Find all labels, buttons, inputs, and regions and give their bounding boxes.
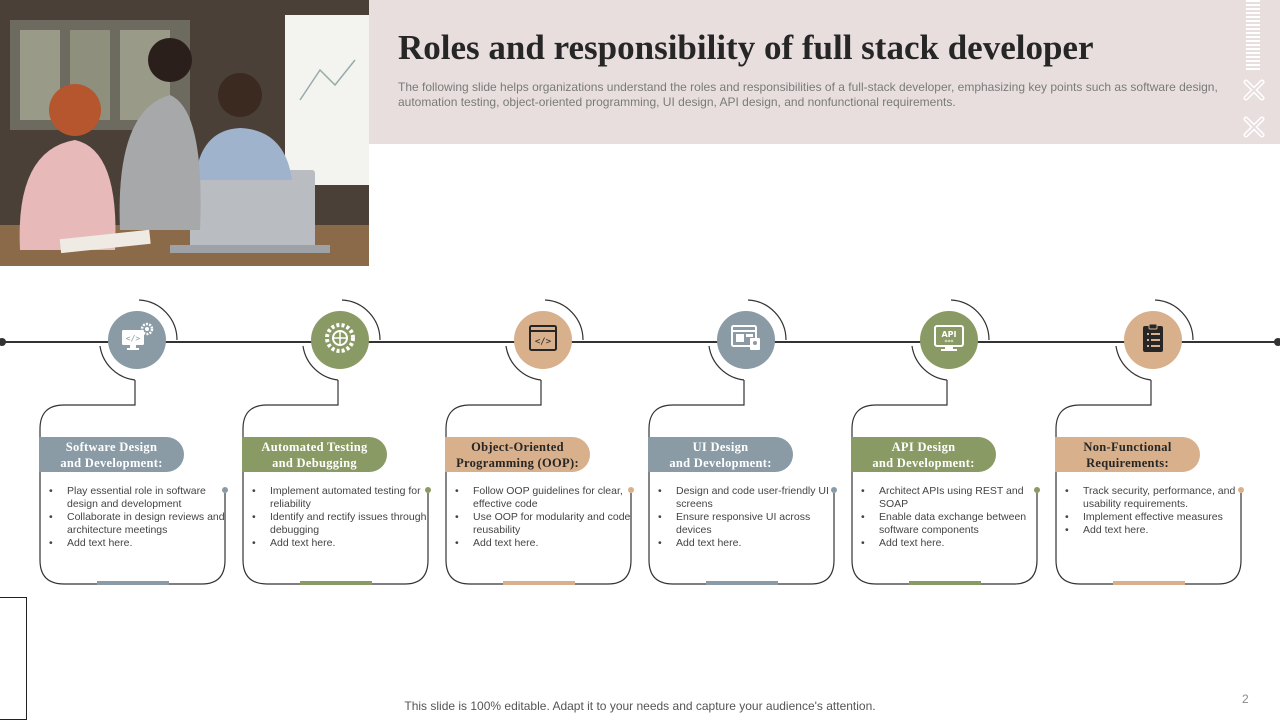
accent-bar — [706, 581, 778, 585]
role-title-line: API Design — [891, 439, 956, 454]
page-number: 2 — [1242, 692, 1249, 706]
accent-bar — [909, 581, 981, 585]
bullet-item: Architect APIs using REST and SOAP — [861, 485, 1039, 511]
footer-note: This slide is 100% editable. Adapt it to… — [404, 699, 876, 713]
role-title-line: and Development: — [669, 455, 772, 470]
card-outline — [445, 299, 632, 585]
bullet-item: Track security, performance, and usabili… — [1065, 485, 1243, 511]
card-outline — [851, 299, 1038, 585]
svg-text:</>: </> — [126, 334, 141, 343]
code-window-icon: </> — [526, 321, 560, 360]
bullet-list: Follow OOP guidelines for clear, effecti… — [455, 485, 633, 550]
bullet-item: Add text here. — [658, 537, 836, 550]
page-title: Roles and responsibility of full stack d… — [398, 28, 1094, 67]
role-title-line: and Development: — [60, 455, 163, 470]
role-title-line: UI Design — [692, 439, 749, 454]
bullet-item: Implement automated testing for reliabil… — [252, 485, 430, 511]
header-band — [369, 0, 1280, 144]
role-title-line: and Development: — [872, 455, 975, 470]
icon-circle — [311, 311, 369, 369]
bullet-list: Implement automated testing for reliabil… — [252, 485, 430, 550]
accent-bar — [503, 581, 575, 585]
icon-circle — [717, 311, 775, 369]
bullet-item: Add text here. — [49, 537, 227, 550]
bullet-list: Track security, performance, and usabili… — [1065, 485, 1243, 537]
card-outline — [648, 299, 835, 585]
timeline-end-dot — [1274, 338, 1280, 346]
bullet-item: Follow OOP guidelines for clear, effecti… — [455, 485, 633, 511]
bullet-item: Enable data exchange between software co… — [861, 511, 1039, 537]
bullet-list: Play essential role in software design a… — [49, 485, 227, 550]
api-monitor-icon: API*** — [931, 320, 967, 361]
decorative-stripes — [1246, 0, 1260, 70]
svg-text:API: API — [941, 330, 956, 339]
bullet-item: Collaborate in design reviews and archit… — [49, 511, 227, 537]
accent-bar — [300, 581, 372, 585]
role-title-line: Requirements: — [1086, 455, 1169, 470]
bullet-list: Architect APIs using REST and SOAPEnable… — [861, 485, 1039, 550]
svg-text:***: *** — [945, 339, 954, 346]
ui-layout-icon — [728, 320, 764, 361]
icon-circle: </> — [514, 311, 572, 369]
accent-bar — [97, 581, 169, 585]
accent-bar — [1113, 581, 1185, 585]
bullet-item: Design and code user-friendly UI screens — [658, 485, 836, 511]
monitor-code-gear-icon: </> — [119, 320, 155, 361]
clipboard-checklist-icon — [1136, 321, 1170, 360]
bullet-item: Add text here. — [252, 537, 430, 550]
bullet-item: Ensure responsive UI across devices — [658, 511, 836, 537]
bullet-item: Use OOP for modularity and code reusabil… — [455, 511, 633, 537]
role-title-line: Programming (OOP): — [456, 455, 579, 470]
bullet-item: Implement effective measures — [1065, 511, 1243, 524]
close-icon — [1243, 79, 1265, 101]
role-title-line: Automated Testing — [261, 439, 368, 454]
card-outline — [39, 299, 226, 585]
svg-text:</>: </> — [535, 337, 552, 347]
bullet-item: Add text here. — [455, 537, 633, 550]
bullet-item: Add text here. — [861, 537, 1039, 550]
automation-gear-icon — [322, 320, 358, 361]
icon-circle: API*** — [920, 311, 978, 369]
page-subtitle: The following slide helps organizations … — [398, 80, 1218, 109]
role-title-line: Software Design — [65, 439, 158, 454]
role-title-line: Non-Functional — [1083, 439, 1172, 454]
timeline-line — [0, 341, 1280, 343]
close-icon — [1243, 116, 1265, 138]
role-title-line: Object-Oriented — [471, 439, 564, 454]
bullet-item: Identify and rectify issues through debu… — [252, 511, 430, 537]
icon-circle — [1124, 311, 1182, 369]
bullet-item: Play essential role in software design a… — [49, 485, 227, 511]
timeline-start-dot — [0, 338, 6, 346]
bullet-item: Add text here. — [1065, 524, 1243, 537]
role-title-line: and Debugging — [272, 455, 357, 470]
bullet-list: Design and code user-friendly UI screens… — [658, 485, 836, 550]
team-photo — [0, 0, 369, 266]
card-outline — [1055, 299, 1242, 585]
card-outline — [242, 299, 429, 585]
icon-circle: </> — [108, 311, 166, 369]
